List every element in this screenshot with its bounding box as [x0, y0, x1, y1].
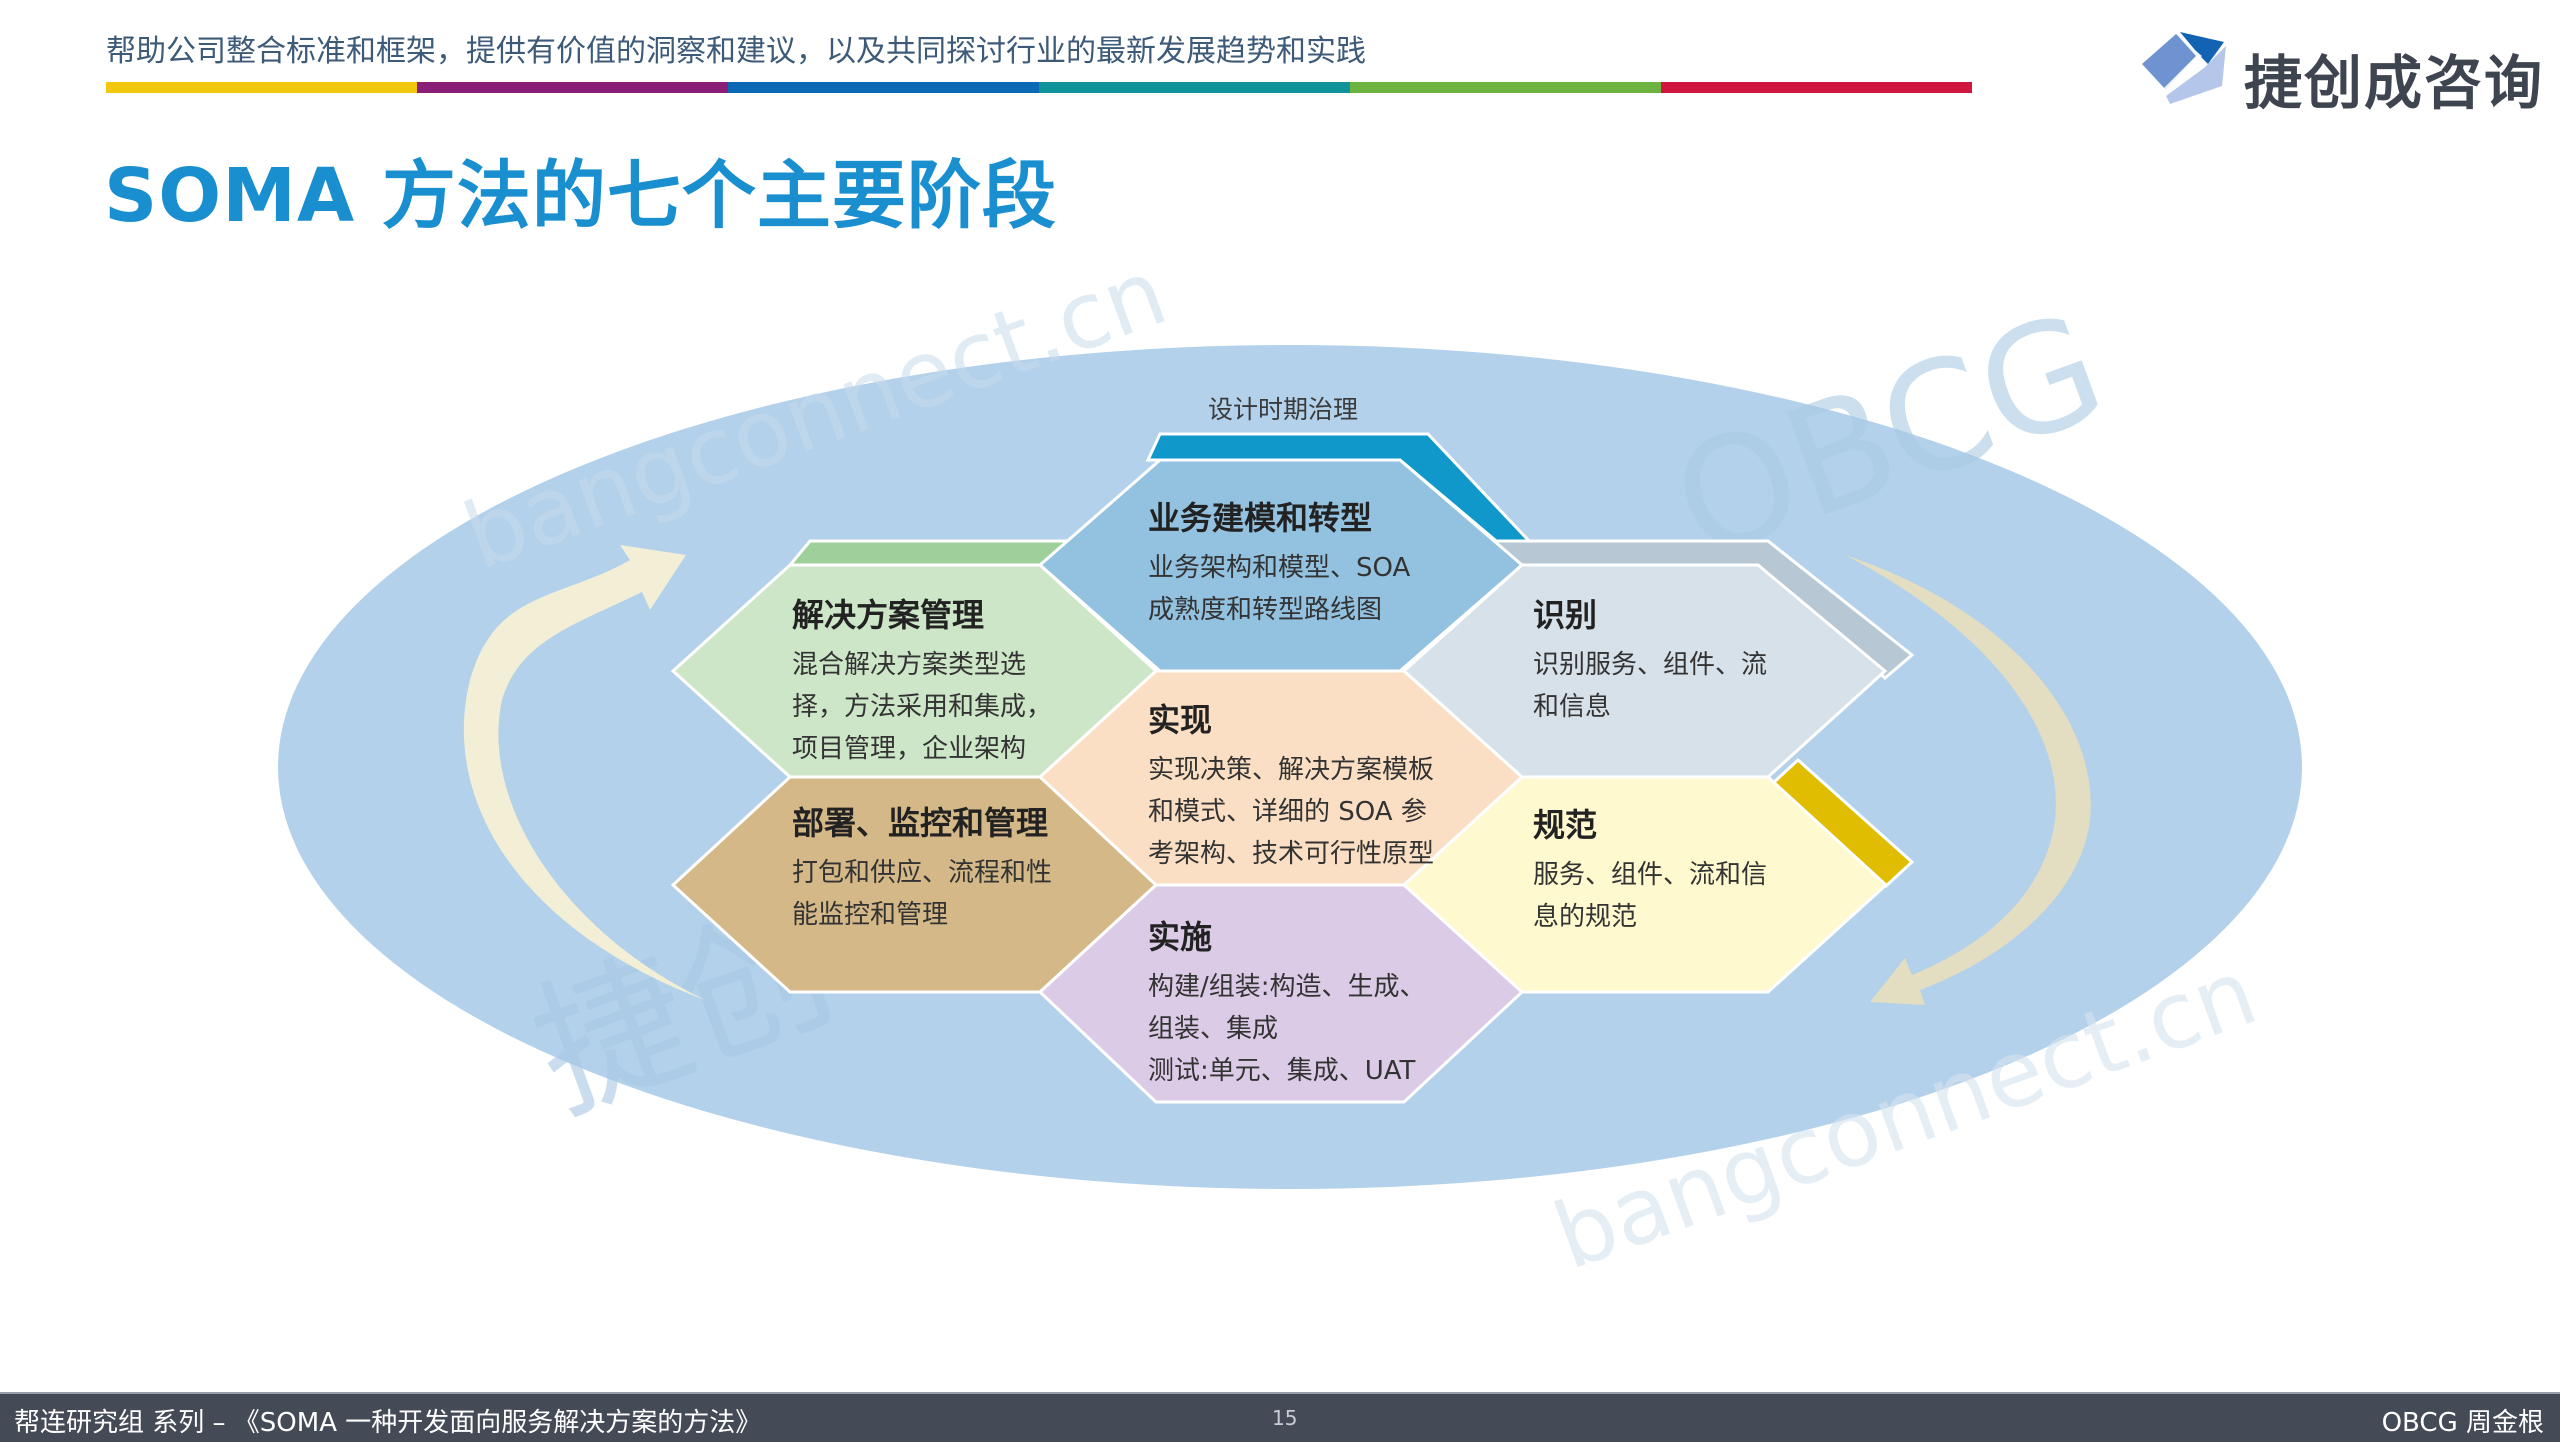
phase-desc-line: 服务、组件、流和信: [1533, 860, 1768, 890]
color-bar-segment-red: [1661, 82, 1972, 93]
cube-icon: [2142, 32, 2226, 104]
cycle-arrow-right-icon: [1845, 555, 2091, 1005]
phase-desc-line: 组装、集成: [1148, 1014, 1279, 1044]
phase-title: 部署、监控和管理: [792, 804, 1049, 842]
phase-desc-line: 打包和供应、流程和性: [792, 858, 1053, 888]
phase-specification: 规范 服务、组件、流和信 息的规范: [1533, 800, 1767, 938]
hex-implementation: [1037, 883, 1525, 1104]
phase-desc-line: 和模式、详细的 SOA 参: [1148, 797, 1427, 827]
page-title: SOMA 方法的七个主要阶段: [104, 153, 1057, 239]
phase-identification: 识别 识别服务、组件、流 和信息: [1533, 590, 1767, 728]
accent-strip-solution-management: [786, 539, 1071, 567]
phase-desc-line: 成熟度和转型路线图: [1148, 595, 1383, 625]
phase-desc-line: 考架构、技术可行性原型: [1148, 839, 1435, 869]
phase-desc-line: 项目管理，企业架构: [792, 734, 1027, 764]
company-logo: 捷创成咨询: [2136, 30, 2542, 117]
phase-realization: 实现 实现决策、解决方案模板 和模式、详细的 SOA 参 考架构、技术可行性原型: [1148, 695, 1434, 875]
phase-desc-line: 构建/组装:构造、生成、: [1148, 972, 1426, 1002]
footer-series-title: 帮连研究组 系列 – 《SOMA 一种开发面向服务解决方案的方法》: [14, 1408, 762, 1438]
footer-author: OBCG 周金根: [2381, 1408, 2544, 1438]
phase-title: 识别: [1533, 596, 1598, 634]
footer-bar: 帮连研究组 系列 – 《SOMA 一种开发面向服务解决方案的方法》 15 OBC…: [0, 1392, 2560, 1442]
phase-title: 实现: [1148, 701, 1213, 739]
phase-desc-line: 息的规范: [1533, 902, 1638, 932]
phase-title: 实施: [1148, 918, 1213, 956]
color-bar-segment-yellow: [106, 82, 417, 93]
logo-text: 捷创成咨询: [2244, 49, 2545, 117]
phase-desc-line: 测试:单元、集成、UAT: [1148, 1056, 1416, 1086]
color-bar-segment-green: [1350, 82, 1661, 93]
phase-title: 业务建模和转型: [1148, 499, 1373, 537]
color-bar-segment-blue: [728, 82, 1039, 93]
phase-desc-line: 识别服务、组件、流: [1533, 650, 1768, 680]
phase-desc-line: 和信息: [1533, 692, 1612, 722]
color-bar-segment-purple: [417, 82, 728, 93]
phase-desc-line: 能监控和管理: [792, 900, 949, 930]
phase-deployment: 部署、监控和管理 打包和供应、流程和性 能监控和管理: [792, 798, 1052, 936]
phase-desc-line: 择，方法采用和集成，: [792, 692, 1053, 722]
phase-desc-line: 混合解决方案类型选: [792, 650, 1027, 680]
phase-title: 规范: [1533, 806, 1598, 844]
phase-implementation: 实施 构建/组装:构造、生成、 组装、集成 测试:单元、集成、UAT: [1148, 912, 1426, 1092]
cycle-arrow-left-icon: [463, 545, 705, 1000]
phase-solution-management: 解决方案管理 混合解决方案类型选 择，方法采用和集成， 项目管理，企业架构: [792, 590, 1052, 770]
header-subtitle: 帮助公司整合标准和框架，提供有价值的洞察和建议，以及共同探讨行业的最新发展趋势和…: [106, 34, 1366, 69]
phase-title: 解决方案管理: [792, 596, 985, 634]
governance-label: 设计时期治理: [1208, 395, 1359, 424]
phase-desc-line: 业务架构和模型、SOA: [1148, 553, 1411, 583]
page-number: 15: [1272, 1406, 1298, 1430]
header-color-bar: [106, 82, 1972, 93]
color-bar-segment-teal: [1039, 82, 1350, 93]
phase-desc-line: 实现决策、解决方案模板: [1148, 755, 1435, 785]
phase-business-modeling: 业务建模和转型 业务架构和模型、SOA 成熟度和转型路线图: [1148, 493, 1410, 631]
